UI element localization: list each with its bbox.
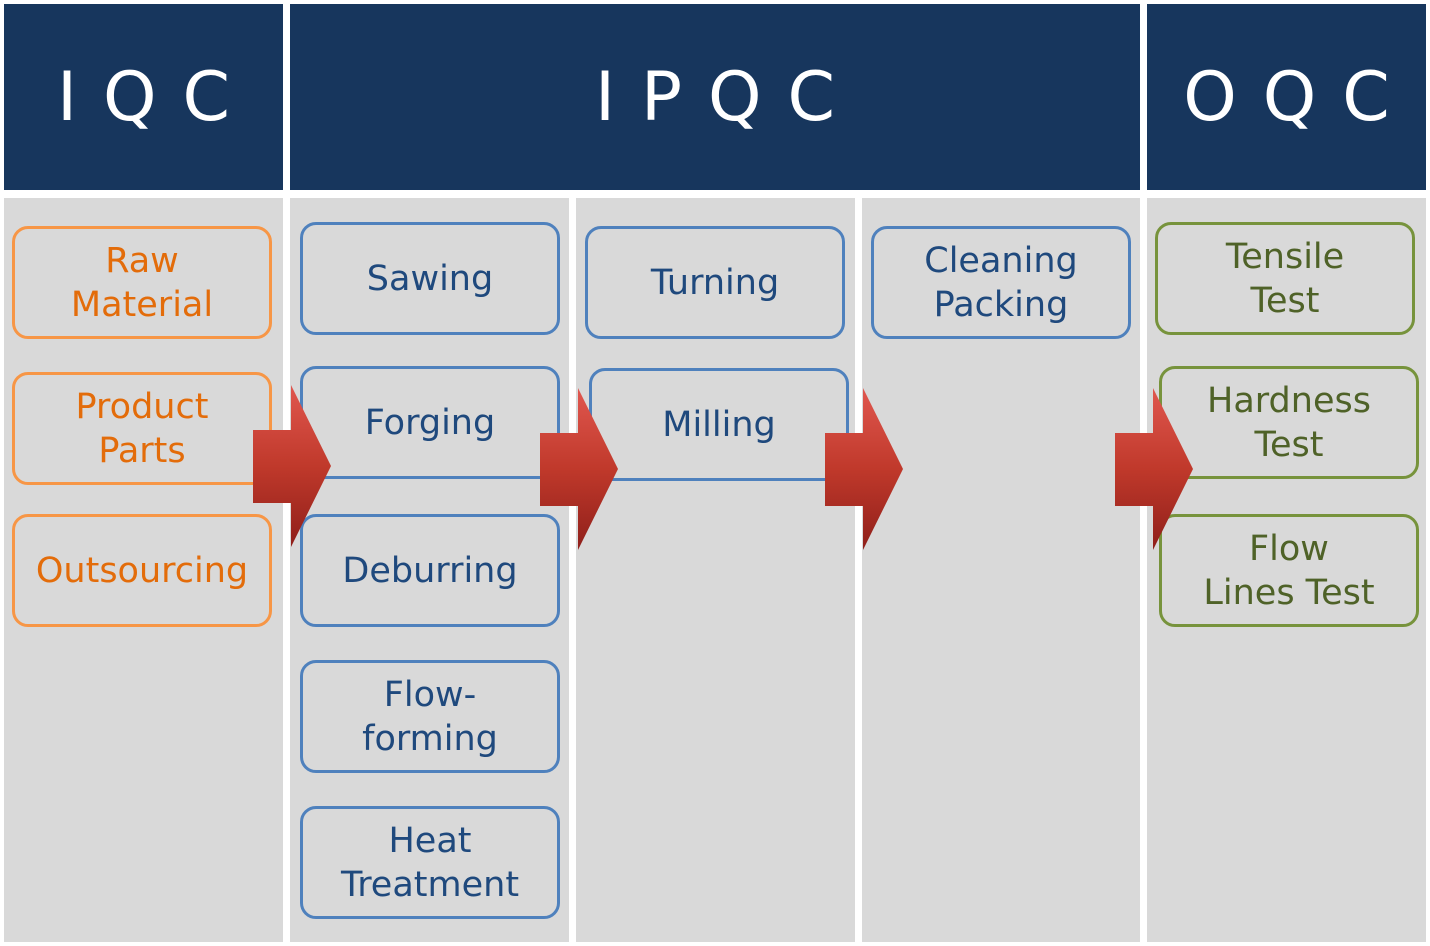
ipqc-item-milling: Milling	[589, 368, 849, 481]
ipqc-item-sawing: Sawing	[300, 222, 560, 335]
oqc-header-label: OQC	[1183, 57, 1416, 137]
ipqc-item-flow-forming: Flow- forming	[300, 660, 560, 773]
iqc-item-outsourcing: Outsourcing	[12, 514, 272, 627]
right-arrow-icon	[825, 388, 903, 550]
iqc-item-raw-material: Raw Material	[12, 226, 272, 339]
ipqc-header: IPQC	[290, 4, 1140, 190]
oqc-item-hardness-test: Hardness Test	[1159, 366, 1419, 479]
right-arrow-icon	[253, 385, 331, 547]
ipqc-item-cleaning-packing: Cleaning Packing	[871, 226, 1131, 339]
iqc-header-label: IQC	[56, 57, 257, 137]
oqc-item-tensile-test: Tensile Test	[1155, 222, 1415, 335]
oqc-header: OQC	[1147, 4, 1426, 190]
ipqc-header-label: IPQC	[594, 57, 862, 137]
right-arrow-icon	[1115, 388, 1193, 550]
right-arrow-icon	[540, 388, 618, 550]
iqc-item-product-parts: Product Parts	[12, 372, 272, 485]
oqc-item-flow-lines-test: Flow Lines Test	[1159, 514, 1419, 627]
ipqc-item-deburring: Deburring	[300, 514, 560, 627]
ipqc-item-turning: Turning	[585, 226, 845, 339]
iqc-header: IQC	[4, 4, 283, 190]
ipqc-item-heat-treatment: Heat Treatment	[300, 806, 560, 919]
ipqc-item-forging: Forging	[300, 366, 560, 479]
